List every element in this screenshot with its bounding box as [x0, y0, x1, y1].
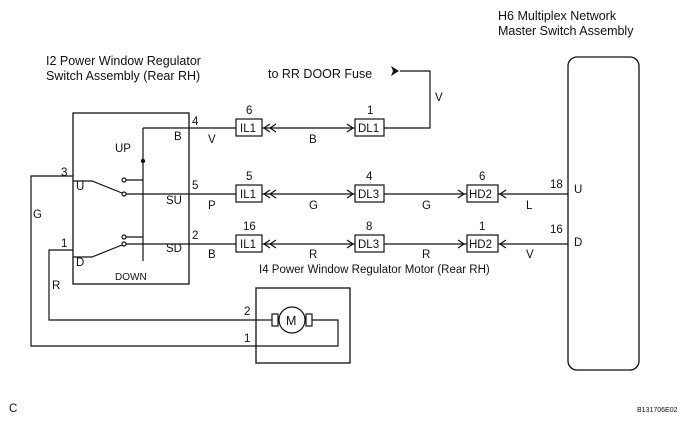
connector-il1-row3-pin: 16 — [243, 221, 256, 233]
connector-dl3-row2-pin: 4 — [366, 171, 373, 183]
motor-brush-left — [271, 313, 279, 327]
master-term-d: D — [574, 237, 582, 249]
connector-mark-row3-a — [262, 239, 277, 249]
switch-d-lever — [73, 244, 123, 258]
motor-lead-bottom — [256, 319, 339, 347]
connector-mark-row2-a — [262, 189, 277, 199]
master-term-u: U — [574, 184, 582, 196]
switch-u-lever-terminal — [121, 191, 127, 197]
footer-left-label: C — [9, 403, 17, 415]
connector-dl3-row3-pin: 8 — [366, 221, 372, 233]
connector-il1-row1-pin: 6 — [246, 105, 252, 117]
motor-pin-1: 1 — [244, 333, 250, 345]
master-pin-18: 18 — [550, 179, 563, 191]
master-pin-16: 16 — [550, 224, 563, 236]
switch-d-lever-terminal — [121, 241, 127, 247]
wire-label-r1-b: B — [309, 134, 317, 146]
connector-mark-row2-c — [457, 189, 466, 199]
switch-term-u: U — [76, 181, 84, 193]
switch-pin-4: 4 — [192, 116, 199, 128]
motor-pin-2: 2 — [244, 306, 250, 318]
switch-pin-5: 5 — [192, 180, 198, 192]
switch-pin-3: 3 — [61, 167, 67, 179]
fuse-label: to RR DOOR Fuse — [268, 67, 372, 81]
switch-title-line2: Switch Assembly (Rear RH) — [46, 69, 200, 83]
master-title-line1: H6 Multiplex Network — [498, 9, 617, 23]
switch-down-label: DOWN — [115, 272, 147, 283]
wire-left-r — [48, 249, 256, 321]
wire-label-r2-a: P — [208, 200, 216, 212]
switch-term-sd: SD — [166, 243, 182, 255]
wire-label-r1-a: V — [208, 134, 216, 146]
connector-hd2-row2-label: HD2 — [469, 189, 492, 201]
wire-label-r3-d: V — [526, 249, 534, 261]
switch-term-b: B — [174, 131, 182, 143]
wire-label-left-g: G — [33, 209, 42, 221]
wire-label-r1-v: V — [435, 92, 443, 104]
wire-label-r2-d: L — [526, 200, 533, 212]
connector-mark-row3-b — [346, 239, 355, 249]
switch-up-label: UP — [115, 143, 131, 155]
motor-icon — [278, 306, 306, 334]
switch-term-d: D — [76, 257, 84, 269]
switch-title-line1: I2 Power Window Regulator — [46, 54, 201, 68]
connector-il1-row2-pin: 5 — [246, 171, 252, 183]
wire-row1-c — [384, 70, 431, 129]
connector-dl1-label: DL1 — [358, 123, 379, 135]
connector-dl1-pin: 1 — [367, 105, 373, 117]
wire-label-r2-b: G — [309, 200, 318, 212]
connector-hd2-row2-pin: 6 — [479, 171, 485, 183]
switch-pin-2: 2 — [192, 230, 198, 242]
connector-hd2-row3-pin: 1 — [479, 221, 485, 233]
fuse-arrow-icon — [391, 66, 399, 76]
connector-mark-row2-d — [498, 189, 507, 199]
switch-junction-dot — [140, 158, 146, 164]
connector-dl3-row3-label: DL3 — [358, 239, 379, 251]
connector-il1-row1-label: IL1 — [240, 123, 256, 135]
connector-dl3-row2-label: DL3 — [358, 189, 379, 201]
wire-label-r3-a: B — [208, 249, 216, 261]
switch-term-su: SU — [166, 195, 182, 207]
connector-mark-row1-b — [346, 123, 355, 133]
motor-brush-right — [305, 313, 313, 327]
master-switch-box — [567, 56, 640, 371]
connector-il1-row2-label: IL1 — [240, 189, 256, 201]
connector-mark-row3-d — [498, 239, 507, 249]
motor-title: I4 Power Window Regulator Motor (Rear RH… — [259, 264, 490, 276]
switch-u-lever — [73, 180, 123, 194]
switch-down-contact-terminal — [121, 234, 127, 240]
wire-label-r3-c: R — [422, 249, 430, 261]
switch-up-contact-terminal — [121, 177, 127, 183]
connector-mark-row2-b — [346, 189, 355, 199]
switch-assembly-box — [72, 112, 190, 285]
connector-il1-row3-label: IL1 — [240, 239, 256, 251]
wire-label-r3-b: R — [309, 249, 317, 261]
wire-label-r2-c: G — [422, 200, 431, 212]
connector-mark-row1-a — [262, 123, 277, 133]
connector-mark-row3-c — [457, 239, 466, 249]
wire-label-left-r: R — [52, 280, 60, 292]
switch-pin-1: 1 — [61, 238, 67, 250]
footer-figure-code: B131706E02 — [637, 407, 678, 414]
master-title-line2: Master Switch Assembly — [498, 24, 634, 38]
wire-left-g — [30, 175, 256, 347]
connector-hd2-row3-label: HD2 — [469, 239, 492, 251]
motor-symbol: M — [286, 314, 296, 328]
